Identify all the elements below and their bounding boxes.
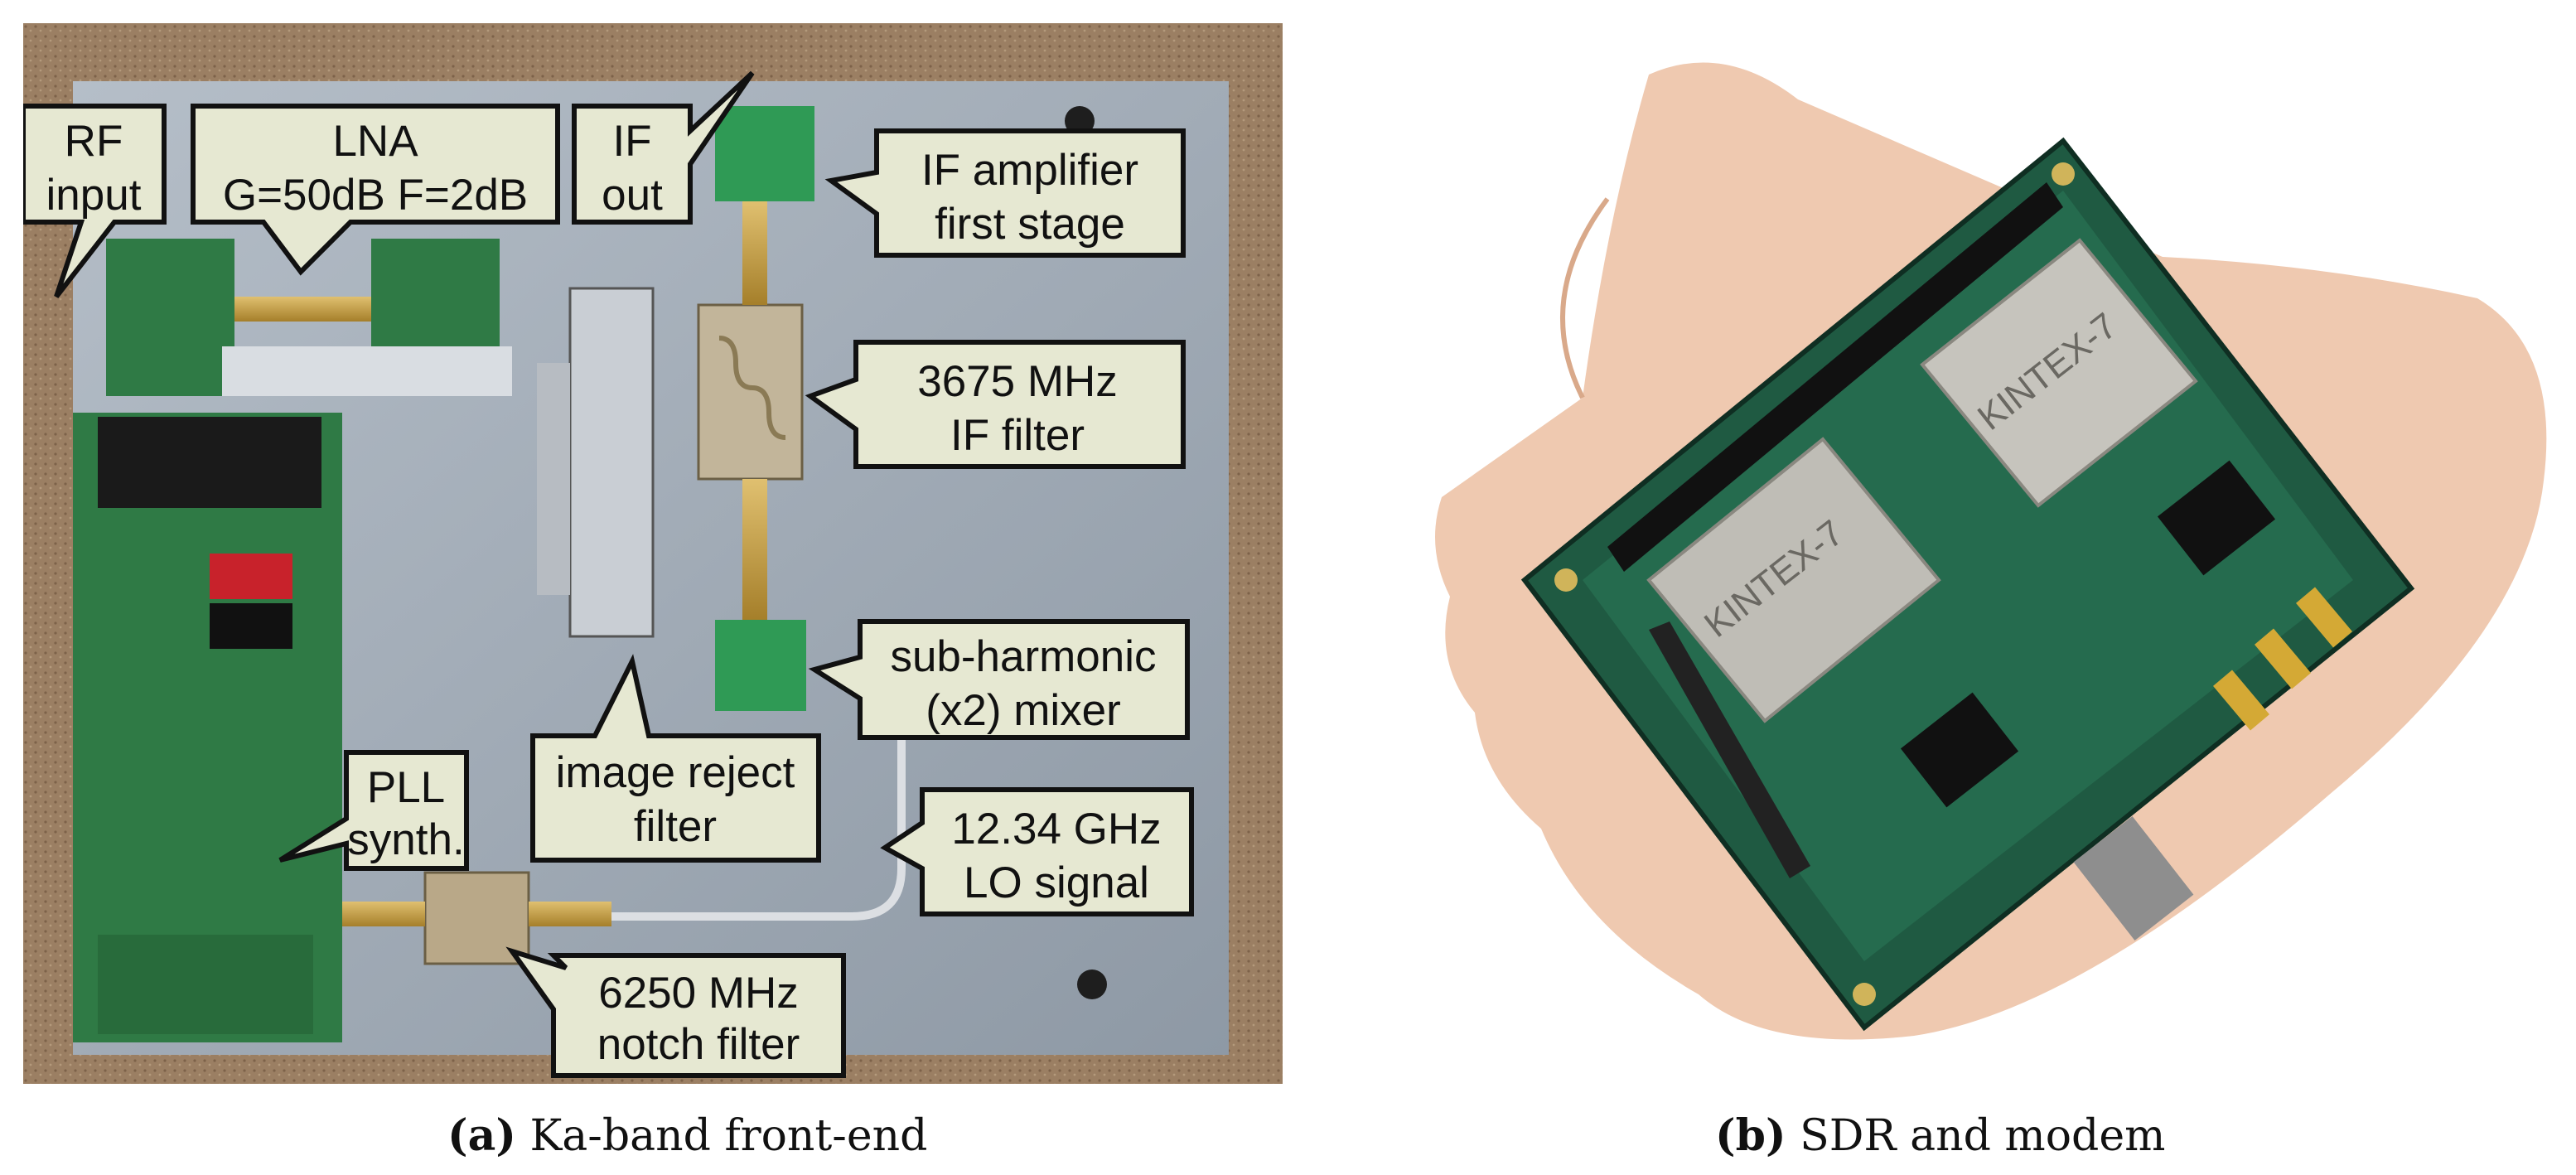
svg-text:IF amplifier: IF amplifier [921, 146, 1138, 195]
svg-text:3675 MHz: 3675 MHz [917, 357, 1118, 406]
image-reject-filter-body [568, 287, 655, 638]
caption-a: (a) Ka-band front-end [447, 1110, 927, 1161]
callout-rf-input: RF input [23, 104, 167, 298]
sma-connector-1 [2213, 670, 2269, 731]
mixer-board [715, 620, 806, 711]
callout-lo-signal: 12.34 GHz LO signal [880, 787, 1194, 916]
black-connector [210, 603, 292, 649]
callout-lna: LNA G=50dB F=2dB [191, 104, 560, 276]
callout-if-filter: 3675 MHz IF filter [805, 340, 1186, 469]
svg-text:LNA: LNA [332, 117, 418, 166]
header-connector-top [1607, 182, 2063, 572]
if-amp-board [715, 106, 814, 201]
red-connector [210, 554, 292, 599]
caption-b-letter-wrap: (b) [1715, 1110, 1786, 1161]
svg-text:IF: IF [612, 117, 651, 166]
callout-if-out: IF out [572, 70, 755, 225]
svg-text:PLL: PLL [367, 763, 445, 812]
sma-connector-3 [2296, 587, 2352, 648]
svg-text:synth.: synth. [347, 815, 464, 864]
callout-image-reject: image reject filter [530, 654, 821, 863]
fpga-chip-2 [1920, 238, 2198, 508]
caption-a-letter: a [467, 1110, 496, 1161]
lo-cable [611, 736, 906, 921]
ethernet-connector [2073, 816, 2194, 940]
power-module-2 [1900, 692, 2019, 808]
black-module [98, 417, 321, 508]
callout-notch-filter: 6250 MHz notch filter [505, 946, 846, 1078]
svg-text:(x2) mixer: (x2) mixer [926, 686, 1121, 735]
caption-a-text: Ka-band front-end [529, 1111, 928, 1161]
lna-board-1 [106, 239, 234, 396]
sma-connector-2 [2255, 628, 2311, 689]
svg-text:out: out [602, 171, 663, 220]
svg-text:image reject: image reject [556, 748, 795, 797]
header-connector-left [1649, 621, 1810, 878]
sdr-board-photo: KINTEX-7 KINTEX-7 [1334, 50, 2569, 1069]
svg-text:IF filter: IF filter [950, 411, 1085, 460]
callout-mixer: sub-harmonic (x2) mixer [808, 619, 1190, 740]
fpga-chip-1 [1646, 437, 1941, 723]
svg-text:G=50dB F=2dB: G=50dB F=2dB [223, 171, 528, 220]
svg-text:RF: RF [65, 117, 123, 166]
caption-b-text: SDR and modem [1800, 1111, 2166, 1161]
callout-if-amplifier: IF amplifier first stage [824, 128, 1186, 258]
svg-text:first stage: first stage [935, 200, 1125, 249]
if-filter-body [697, 303, 804, 481]
caption-b-letter: b [1735, 1110, 1766, 1161]
caption-a-letter-wrap: (a) [447, 1110, 516, 1161]
power-module-1 [2157, 460, 2276, 576]
callout-pll: PLL synth. [278, 750, 469, 871]
svg-text:LO signal: LO signal [964, 858, 1149, 907]
svg-text:input: input [46, 171, 142, 220]
caption-b: (b) SDR and modem [1715, 1110, 2165, 1161]
front-end-photo: RF input LNA G=50dB F=2dB IF out IF ampl… [23, 23, 1283, 1084]
svg-text:6250 MHz: 6250 MHz [598, 969, 799, 1018]
svg-text:12.34 GHz: 12.34 GHz [951, 805, 1161, 853]
svg-text:filter: filter [634, 802, 717, 851]
svg-text:sub-harmonic: sub-harmonic [890, 632, 1156, 681]
svg-text:notch filter: notch filter [597, 1020, 800, 1069]
